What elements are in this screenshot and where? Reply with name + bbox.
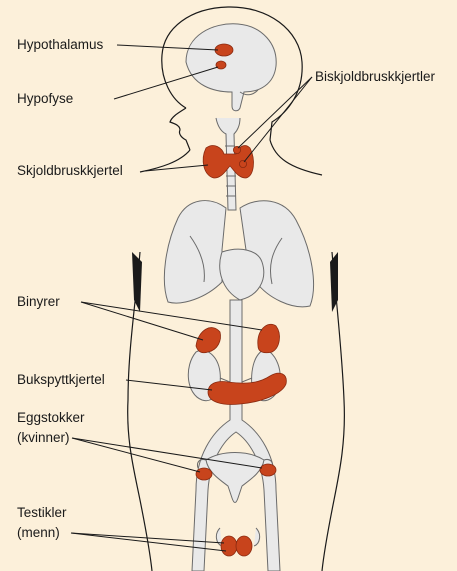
pituitary-gland [216,61,226,69]
testis-left [221,536,237,556]
label-hypothalamus: Hypothalamus [17,37,104,52]
adrenal-gland-left [196,328,221,353]
parathyroid-gland-2 [239,160,246,167]
leader-binyrer-1 [81,302,203,340]
label-biskjoldbruskkjertler: Biskjoldbruskkjertler [315,69,436,84]
label-bukspyttkjertel: Bukspyttkjertel [17,372,105,387]
label-testikler: Testikler [17,505,67,520]
testis-right [236,536,252,556]
label-binyrer: Binyrer [17,294,60,309]
adrenal-gland-right [258,324,280,353]
left-arm-marker [132,252,142,312]
label-menn: (menn) [17,525,60,540]
heart [220,249,264,300]
ovary-left [196,468,212,480]
label-skjoldbruskkjertel: Skjoldbruskkjertel [17,163,123,178]
brain [186,24,276,111]
label-eggstokker: Eggstokker [17,410,85,425]
label-hypofyse: Hypofyse [17,91,73,106]
ovary-right [260,464,276,476]
parathyroid-gland-1 [233,146,240,153]
label-kvinner: (kvinner) [17,430,70,445]
